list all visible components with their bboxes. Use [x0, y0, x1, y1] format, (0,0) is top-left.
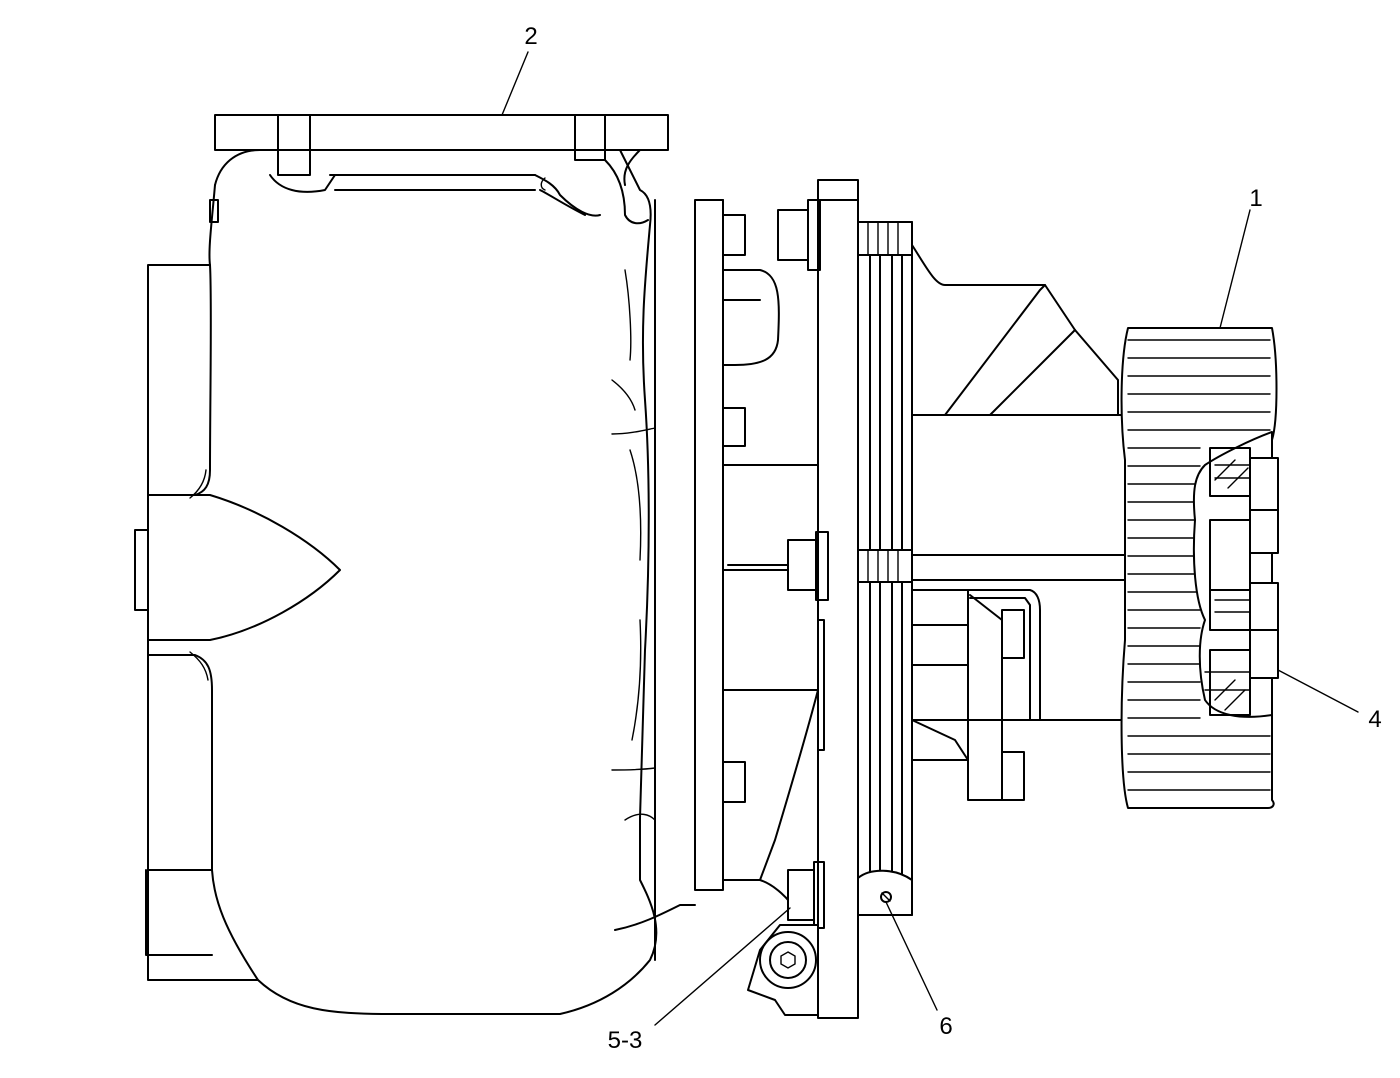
- callout-2: 2: [524, 23, 537, 50]
- callout-4: 4: [1368, 706, 1381, 733]
- back-plate: [694, 199, 821, 911]
- callout-1: 1: [1249, 185, 1262, 212]
- callout-5-3: 5-3: [608, 1027, 643, 1054]
- adapter-plate: [727, 179, 859, 1019]
- drive-pulley: [1120, 327, 1279, 809]
- discharge-flange: [214, 114, 669, 225]
- drain-bracket: [747, 924, 819, 1016]
- pulley-ribs: [1127, 339, 1271, 791]
- seal-stack: [857, 221, 913, 916]
- bearing-frame: [911, 244, 1129, 801]
- callout-6: 6: [939, 1013, 952, 1040]
- pump-housing: [134, 149, 696, 1015]
- leader-lines: [501, 51, 1359, 1026]
